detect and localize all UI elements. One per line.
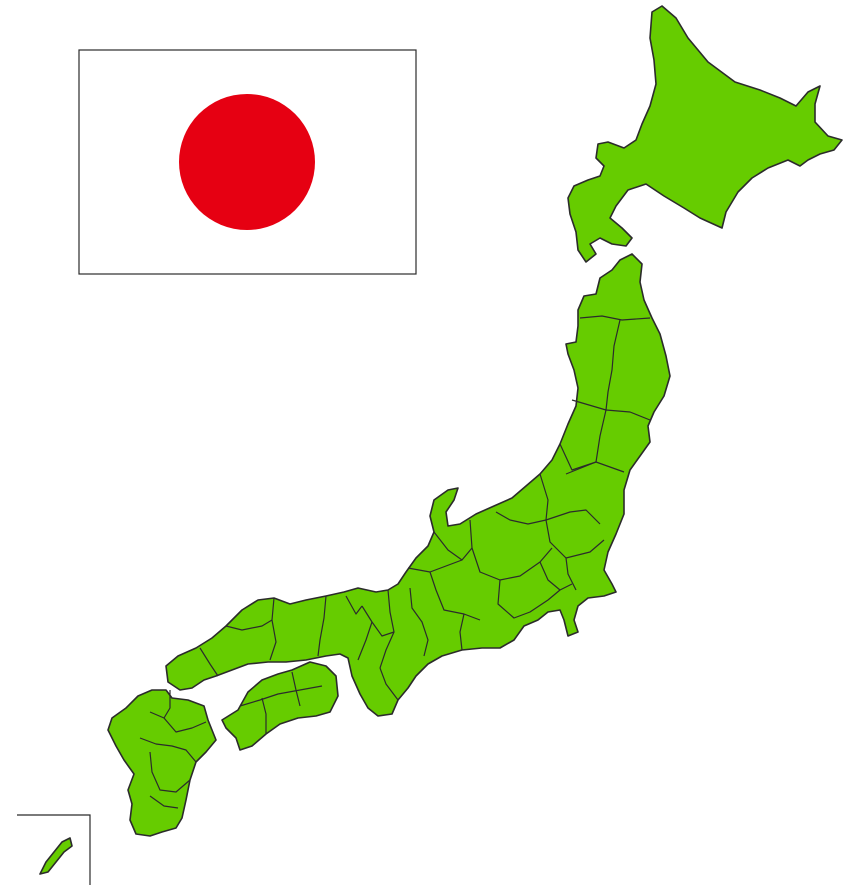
prefecture-borders (139, 315, 651, 809)
okinawa-inset-frame (17, 814, 91, 885)
hokkaido (567, 5, 843, 263)
okinawa-island (39, 837, 73, 875)
flag-sun-disc (179, 94, 315, 230)
honshu (165, 253, 671, 717)
kyushu (107, 689, 217, 837)
shikoku (221, 661, 339, 751)
japan-flag-icon (78, 49, 417, 275)
